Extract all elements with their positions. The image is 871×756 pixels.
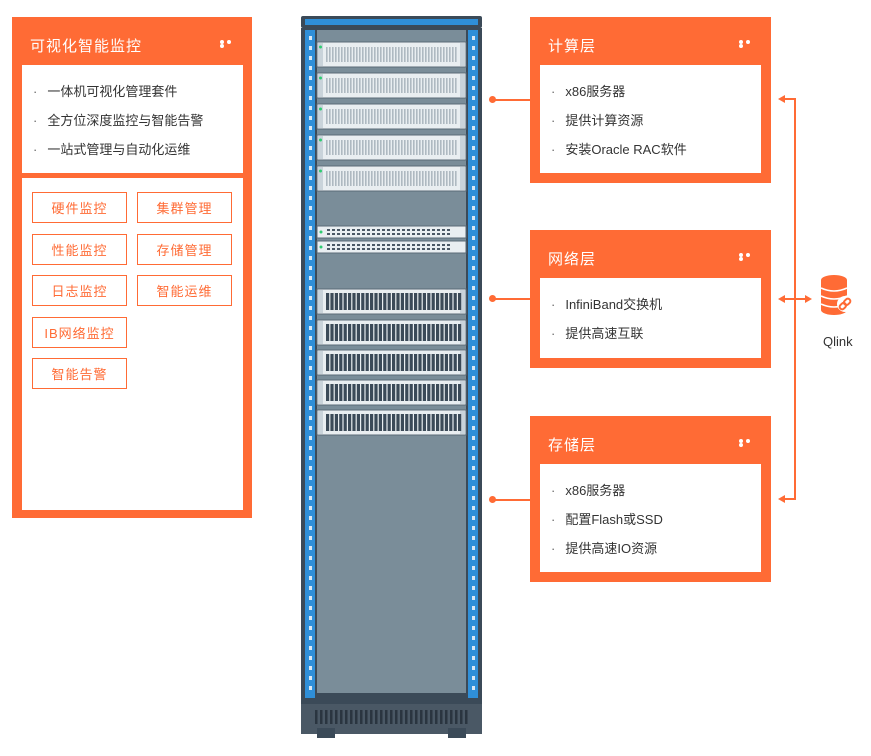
connector-line-network [494,298,530,300]
compute-box: x86服务器 提供计算资源 安装Oracle RAC软件 [540,65,761,173]
qlink-branch-storage [784,498,796,500]
qlink-label: Qlink [823,334,853,349]
arrow-left-icon [778,95,785,103]
network-switch-unit [316,225,467,239]
monitor-tag-box: 硬件监控 集群管理 性能监控 存储管理 日志监控 智能运维 IB网络监控 智能告… [22,178,243,510]
arrow-left-icon [778,295,785,303]
storage-server-unit [316,349,467,376]
network-panel: 网络层 InfiniBand交换机 提供高速互联 [530,230,771,368]
list-item: 安装Oracle RAC软件 [551,135,761,164]
qlink-branch-icon [796,298,806,300]
qlink-branch-network [784,298,796,300]
list-item: x86服务器 [551,77,761,106]
list-item: x86服务器 [551,476,761,505]
monitor-feature-box: 一体机可视化管理套件 全方位深度监控与智能告警 一站式管理与自动化运维 [22,65,243,173]
monitor-title: 可视化智能监控 [30,38,143,55]
connector-dot-compute [489,96,496,103]
qlink-branch-compute [784,98,796,100]
arrow-left-icon [778,495,785,503]
network-switch-unit [316,240,467,254]
connector-line-storage [494,499,530,501]
tag-smart-ops[interactable]: 智能运维 [137,275,232,306]
list-item: 提供高速互联 [551,319,761,348]
database-link-icon [820,275,853,315]
network-box: InfiniBand交换机 提供高速互联 [540,278,761,358]
network-title: 网络层 [548,251,597,268]
storage-server-unit [316,288,467,315]
more-icon[interactable] [739,253,759,261]
arrow-right-icon [805,295,812,303]
monitor-feature-list: 一体机可视化管理套件 全方位深度监控与智能告警 一站式管理与自动化运维 [33,77,243,164]
more-icon[interactable] [739,439,759,447]
compute-title: 计算层 [548,38,597,55]
compute-panel: 计算层 x86服务器 提供计算资源 安装Oracle RAC软件 [530,17,771,183]
tag-ib-network-monitor[interactable]: IB网络监控 [32,317,127,348]
compute-server-unit [316,41,467,68]
compute-server-unit [316,165,467,192]
more-icon[interactable] [739,40,759,48]
monitor-panel: 可视化智能监控 一体机可视化管理套件 全方位深度监控与智能告警 一站式管理与自动… [12,17,252,518]
connector-line-compute [494,99,530,101]
compute-server-unit [316,103,467,130]
storage-server-unit [316,379,467,406]
list-item: InfiniBand交换机 [551,290,761,319]
storage-box: x86服务器 配置Flash或SSD 提供高速IO资源 [540,464,761,572]
list-item: 提供计算资源 [551,106,761,135]
connector-dot-network [489,295,496,302]
list-item: 一站式管理与自动化运维 [33,135,243,164]
tag-performance-monitor[interactable]: 性能监控 [32,234,127,265]
tag-smart-alert[interactable]: 智能告警 [32,358,127,389]
compute-list: x86服务器 提供计算资源 安装Oracle RAC软件 [551,77,761,164]
more-icon[interactable] [220,40,240,48]
compute-server-unit [316,134,467,161]
network-list: InfiniBand交换机 提供高速互联 [551,290,761,348]
storage-list: x86服务器 配置Flash或SSD 提供高速IO资源 [551,476,761,563]
storage-title: 存储层 [548,437,597,454]
list-item: 配置Flash或SSD [551,505,761,534]
list-item: 一体机可视化管理套件 [33,77,243,106]
storage-server-unit [316,319,467,346]
tag-storage-management[interactable]: 存储管理 [137,234,232,265]
tag-log-monitor[interactable]: 日志监控 [32,275,127,306]
list-item: 全方位深度监控与智能告警 [33,106,243,135]
compute-server-unit [316,72,467,99]
tag-cluster-management[interactable]: 集群管理 [137,192,232,223]
storage-panel: 存储层 x86服务器 配置Flash或SSD 提供高速IO资源 [530,416,771,582]
list-item: 提供高速IO资源 [551,534,761,563]
storage-server-unit [316,409,467,436]
tag-hardware-monitor[interactable]: 硬件监控 [32,192,127,223]
connector-dot-storage [489,496,496,503]
